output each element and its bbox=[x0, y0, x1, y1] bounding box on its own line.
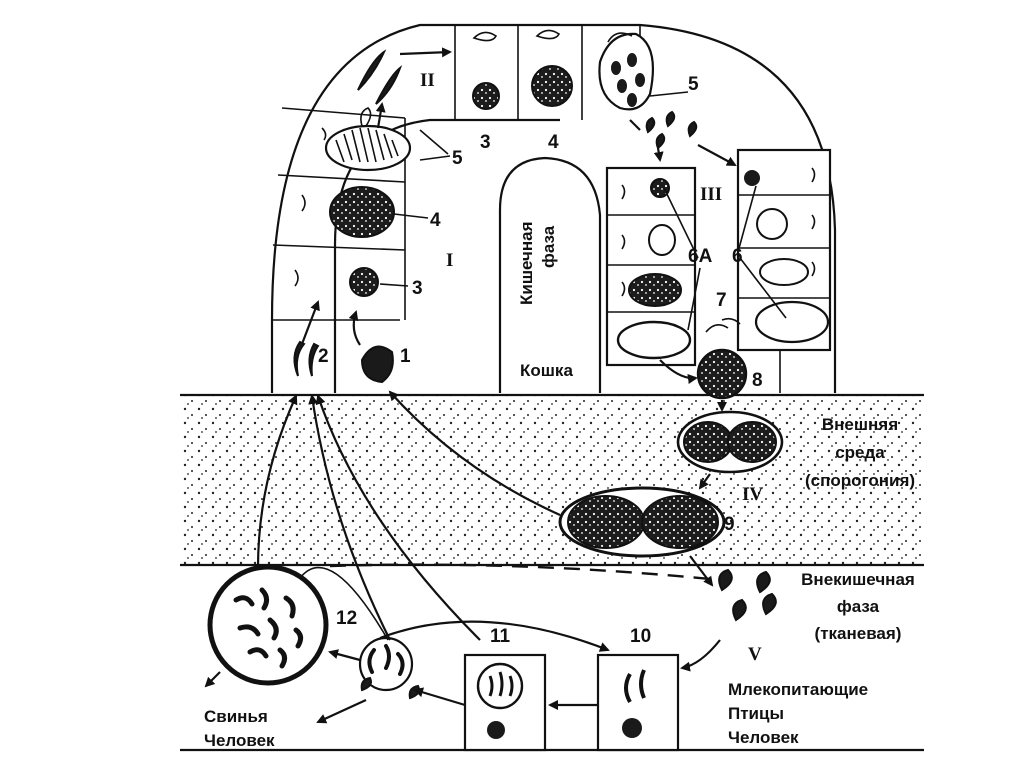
stage-number-8: 8 bbox=[752, 370, 763, 391]
external-env-label-2: среда bbox=[835, 443, 885, 462]
stage-number-3-left: 3 bbox=[412, 278, 423, 299]
intestinal-phase-label-1: Кишечная bbox=[517, 221, 536, 305]
stage-number-2: 2 bbox=[318, 346, 329, 367]
stage-number-5-left: 5 bbox=[452, 148, 463, 169]
life-cycle-arrows bbox=[204, 47, 787, 724]
roman-I: I bbox=[446, 250, 453, 271]
extraintestinal-label-1: Внекишечная bbox=[801, 570, 915, 589]
roman-V: V bbox=[748, 644, 762, 665]
cell-10 bbox=[596, 653, 680, 752]
host-label-human-left: Человек bbox=[204, 731, 275, 750]
stage-number-7: 7 bbox=[716, 290, 727, 311]
host-label-birds: Птицы bbox=[728, 704, 784, 723]
stage-number-6a: 6А bbox=[688, 246, 713, 267]
free-sporozoites-V bbox=[718, 568, 777, 622]
stage-number-4-top: 4 bbox=[548, 132, 559, 153]
stage-number-4-left: 4 bbox=[430, 210, 441, 231]
stage-3-schizont-left bbox=[349, 267, 379, 297]
stage-number-3-top: 3 bbox=[480, 132, 491, 153]
stage-6-cell-3 bbox=[759, 258, 809, 286]
lumen-column bbox=[498, 156, 602, 393]
stage-6a-cell-1 bbox=[650, 178, 670, 198]
roman-II: II bbox=[420, 70, 435, 91]
stage-number-5-right: 5 bbox=[688, 74, 699, 95]
roman-III: III bbox=[700, 184, 722, 205]
stage-number-1: 1 bbox=[400, 346, 411, 367]
sporozoite-stage-1 bbox=[360, 345, 394, 384]
host-label-human-right: Человек bbox=[728, 728, 799, 747]
stage-8-oocyst bbox=[696, 348, 748, 400]
stage-number-9: 9 bbox=[724, 514, 735, 535]
stage-number-10: 10 bbox=[630, 626, 651, 647]
stage-6-cell-2 bbox=[756, 208, 788, 240]
roman-IV: IV bbox=[742, 484, 763, 505]
external-environment-band bbox=[180, 393, 924, 567]
stage-6-microgametocyte bbox=[754, 300, 830, 344]
extraintestinal-label-3: (тканевая) bbox=[815, 624, 902, 643]
stage-4-schizont-top bbox=[531, 65, 573, 107]
stage-number-11: 11 bbox=[490, 626, 511, 647]
tachyzoites-group bbox=[358, 636, 420, 700]
stage-5-merozoites-left bbox=[324, 107, 412, 172]
external-env-label-3: (спорогония) bbox=[805, 471, 915, 490]
stage-number-6: 6 bbox=[732, 246, 743, 267]
intestinal-phase-label-2: фаза bbox=[539, 225, 558, 268]
free-merozoites bbox=[645, 110, 698, 150]
sporulating-oocyst-IV bbox=[676, 410, 784, 474]
cat-label: Кошка bbox=[520, 361, 573, 380]
tissue-cyst-12 bbox=[207, 564, 329, 686]
stage-number-12: 12 bbox=[336, 608, 357, 629]
stage-6a-cell-2 bbox=[648, 224, 676, 256]
stage-4-schizont-left bbox=[329, 186, 395, 238]
stage-3-schizont-top bbox=[472, 82, 500, 110]
stage-6a-cell-3 bbox=[628, 273, 682, 307]
host-label-mammals: Млекопитающие bbox=[728, 680, 868, 699]
stage-5-merozoite-cluster bbox=[598, 32, 654, 111]
merozoites-top-left bbox=[357, 49, 403, 105]
mature-oocyst-9 bbox=[558, 486, 726, 558]
stage-7-fertilisation bbox=[705, 317, 741, 333]
extraintestinal-label-2: фаза bbox=[837, 597, 880, 616]
stage-2-forms bbox=[293, 340, 320, 377]
stage-6-cell-1 bbox=[744, 170, 760, 186]
external-env-label-1: Внешняя bbox=[822, 415, 898, 434]
cell-11 bbox=[463, 653, 547, 752]
host-label-pig: Свинья bbox=[204, 707, 268, 726]
stage-6a-macrogamete bbox=[616, 320, 692, 360]
